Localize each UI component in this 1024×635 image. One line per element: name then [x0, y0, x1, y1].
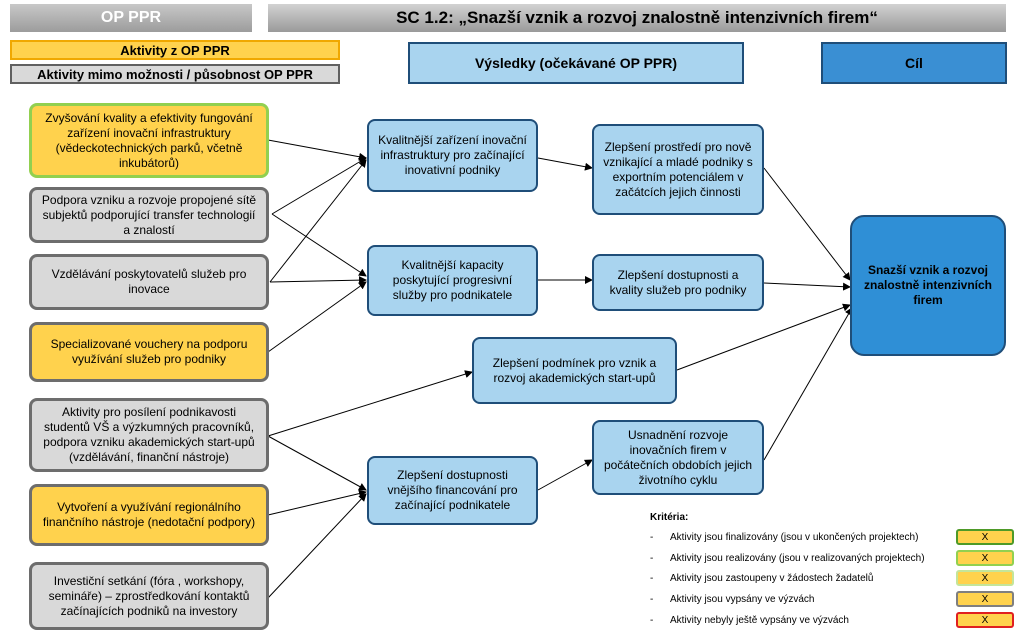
connector — [537, 157, 593, 171]
criteria-mark: X — [956, 570, 1014, 586]
criteria-dash: - — [650, 572, 654, 584]
criteria-text: Aktivity nebyly ještě vypsány ve výzvách — [670, 614, 849, 626]
criteria-row: - Aktivity jsou vypsány ve výzvách X — [650, 589, 1020, 609]
activity-box: Investiční setkání (fóra , workshopy, se… — [29, 562, 269, 630]
connector — [267, 489, 367, 516]
connector — [763, 282, 851, 291]
criteria-dash: - — [650, 593, 654, 605]
activity-box: Zvyšování kvality a efektivity fungování… — [29, 103, 269, 178]
goal-column-header: Cíl — [821, 42, 1007, 84]
legend-op-ppr: Aktivity z OP PPR — [10, 40, 340, 60]
result-box: Kvalitnější zařízení inovační infrastruk… — [367, 119, 538, 192]
criteria-mark: X — [956, 550, 1014, 566]
result-box: Zlepšení dostupnosti a kvality služeb pr… — [592, 254, 764, 311]
connector — [267, 493, 367, 599]
criteria-row: - Aktivity nebyly ještě vypsány ve výzvá… — [650, 610, 1020, 630]
connector — [763, 307, 853, 461]
criteria-dash: - — [650, 552, 654, 564]
connector — [267, 435, 367, 491]
connector — [269, 159, 367, 283]
result-box: Kvalitnější kapacity poskytující progres… — [367, 245, 538, 316]
legend-outside-op-ppr: Aktivity mimo možnosti / působnost OP PP… — [10, 64, 340, 84]
criteria-dash: - — [650, 614, 654, 626]
result-box: Zlepšení podmínek pro vznik a rozvoj aka… — [472, 337, 677, 404]
connector — [271, 157, 367, 215]
activity-box: Vzdělávání poskytovatelů služeb pro inov… — [29, 254, 269, 310]
criteria-text: Aktivity jsou finalizovány (jsou v ukonč… — [670, 531, 919, 543]
results-column-header: Výsledky (očekávané OP PPR) — [408, 42, 744, 84]
connector — [269, 276, 367, 285]
connector — [763, 167, 851, 281]
connector — [537, 459, 593, 491]
result-box: Zlepšení dostupnosti vnějšího financován… — [367, 456, 538, 525]
activity-box: Aktivity pro posílení podnikavosti stude… — [29, 398, 269, 472]
connector — [267, 370, 473, 437]
activity-box: Vytvoření a využívání regionálního finan… — [29, 484, 269, 546]
criteria-text: Aktivity jsou zastoupeny v žádostech žad… — [670, 572, 874, 584]
page-title: SC 1.2: „Snazší vznik a rozvoj znalostně… — [268, 4, 1006, 32]
connector — [267, 139, 367, 161]
connector — [267, 281, 367, 353]
result-box: Zlepšení prostředí pro nově vznikající a… — [592, 124, 764, 215]
criteria-text: Aktivity jsou realizovány (jsou v realiz… — [670, 552, 925, 564]
criteria-mark: X — [956, 591, 1014, 607]
criteria-row: - Aktivity jsou realizovány (jsou v real… — [650, 548, 1020, 568]
activity-box: Podpora vzniku a rozvoje propojené sítě … — [29, 187, 269, 243]
activity-box: Specializované vouchery na podporu využí… — [29, 322, 269, 382]
criteria-title: Kritéria: — [650, 512, 689, 523]
connector — [676, 303, 851, 371]
connector — [271, 213, 367, 277]
criteria-text: Aktivity jsou vypsány ve výzvách — [670, 593, 815, 605]
criteria-row: - Aktivity jsou zastoupeny v žádostech ž… — [650, 568, 1020, 588]
result-box: Usnadnění rozvoje inovačních firem v poč… — [592, 420, 764, 495]
criteria-mark: X — [956, 612, 1014, 628]
criteria-mark: X — [956, 529, 1014, 545]
criteria-dash: - — [650, 531, 654, 543]
goal-box: Snazší vznik a rozvoj znalostně intenziv… — [850, 215, 1006, 356]
criteria-row: - Aktivity jsou finalizovány (jsou v uko… — [650, 527, 1020, 547]
program-header: OP PPR — [10, 4, 252, 32]
